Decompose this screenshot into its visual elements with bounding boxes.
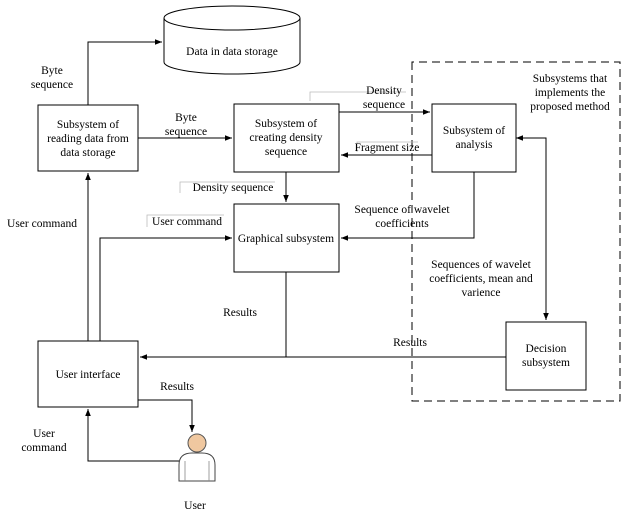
user-icon xyxy=(178,433,216,482)
density-line1: Subsystem of xyxy=(255,118,317,130)
sequences-wavelet-line1: Sequences of wavelet xyxy=(431,259,531,271)
user-command-bottom-line1: User xyxy=(33,428,55,440)
wavelet-coeffs-line1: Sequence of wavelet xyxy=(354,204,450,216)
density-seq-top-line2: sequence xyxy=(363,99,405,111)
decision-line1: Decision xyxy=(526,343,567,355)
decision-subsystem-node: Decision subsystem xyxy=(505,321,587,391)
method-region-line2: implements the xyxy=(535,87,606,99)
density-seq-top-line1: Density xyxy=(366,85,402,97)
analysis-line1: Subsystem of xyxy=(443,125,505,137)
user-interface-label: User interface xyxy=(56,369,121,381)
graphical-subsystem-node: Graphical subsystem xyxy=(233,203,340,273)
results-ui-label: Results xyxy=(160,381,194,393)
byte-seq-top-line2: sequence xyxy=(31,79,73,91)
user-command-left-label: User command xyxy=(7,218,77,230)
graphical-label: Graphical subsystem xyxy=(238,233,334,245)
decision-line2: subsystem xyxy=(522,357,570,369)
data-storage-node: Data in data storage xyxy=(163,5,301,75)
reading-line3: data storage xyxy=(60,147,115,159)
method-region-boundary xyxy=(411,61,621,402)
method-region-line3: proposed method xyxy=(530,101,610,113)
wavelet-coeffs-line2: coefficients xyxy=(375,218,429,230)
density-line3: sequence xyxy=(265,146,307,158)
density-seq-left-frame xyxy=(179,181,275,193)
fragment-size-frame xyxy=(356,141,418,152)
density-subsystem-node: Subsystem of creating density sequence xyxy=(233,103,340,173)
edge-user-to-ui xyxy=(85,409,179,462)
byte-seq-mid-line1: Byte xyxy=(175,112,197,124)
user-interface-node: User interface xyxy=(37,340,139,408)
edge-reading-to-storage xyxy=(87,39,162,105)
user-label: User xyxy=(184,500,206,512)
fragment-size-label: Fragment size xyxy=(355,142,420,154)
density-line2: creating density xyxy=(249,132,322,144)
reading-line1: Subsystem of xyxy=(57,119,119,131)
reading-line2: reading data from xyxy=(47,133,129,145)
user-command-bottom-line2: command xyxy=(21,442,67,454)
results-decision-label: Results xyxy=(393,337,427,349)
reading-subsystem-node: Subsystem of reading data from data stor… xyxy=(37,104,139,172)
density-seq-left-label: Density sequence xyxy=(193,182,274,194)
edge-ui-to-user xyxy=(138,399,195,432)
density-seq-top-frame xyxy=(309,91,406,101)
user-command-mid-label: User command xyxy=(152,216,222,228)
byte-seq-mid-line2: sequence xyxy=(165,126,207,138)
sequences-wavelet-line2: coefficients, mean and xyxy=(429,273,533,285)
edge-ui-to-graphical xyxy=(99,235,232,341)
method-region-line1: Subsystems that xyxy=(533,73,608,85)
user-command-mid-frame xyxy=(146,214,224,227)
analysis-subsystem-node: Subsystem of analysis xyxy=(431,103,517,173)
edge-analysis-to-graphical xyxy=(341,172,475,241)
analysis-line2: analysis xyxy=(455,139,493,151)
sequences-wavelet-line3: varience xyxy=(462,287,501,299)
storage-label: Data in data storage xyxy=(186,46,278,58)
edge-analysis-decision xyxy=(516,135,549,320)
results-graphical-label: Results xyxy=(223,307,257,319)
edge-graphical-to-ui xyxy=(140,272,287,360)
byte-seq-top-line1: Byte xyxy=(41,65,63,77)
